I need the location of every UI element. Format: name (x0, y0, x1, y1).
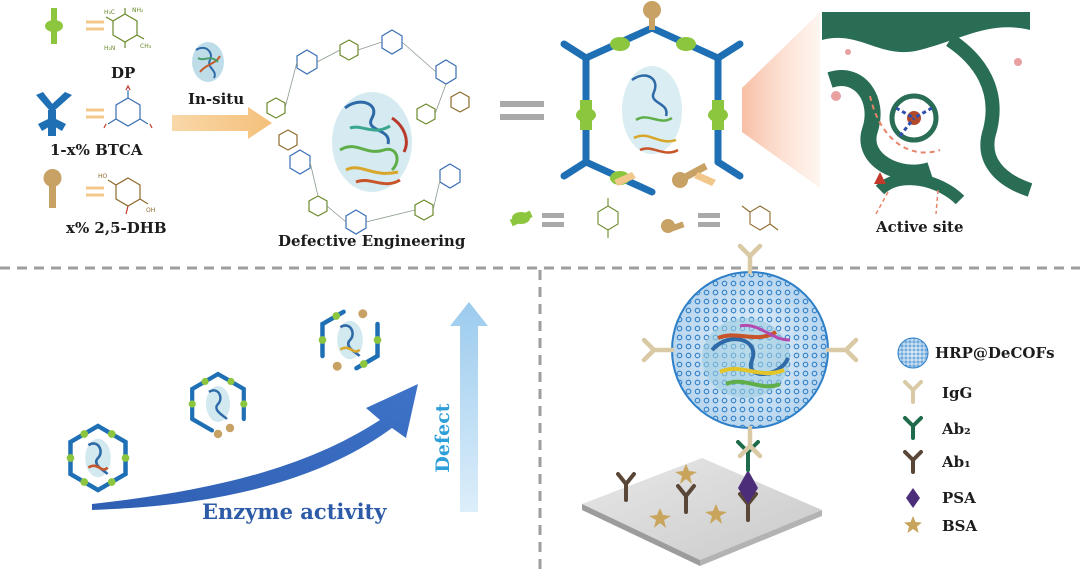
ab1-on-plate (616, 472, 758, 522)
dp-mini-structure-icon (597, 198, 619, 238)
dp-formula-nh1: NH₂ (132, 7, 144, 14)
cof-hexagon-low-defect (66, 423, 130, 493)
assay-legend: HRP@DeCOFs IgG Ab₂ Ab₁ PSA BSA (897, 337, 1055, 535)
btca-node-icon (36, 92, 72, 136)
dp-label: DP (111, 64, 135, 82)
dhb-cap-mini-icon (661, 219, 685, 233)
hrp-protein-center-icon (332, 92, 412, 192)
legend-hrp-decof: HRP@DeCOFs (897, 337, 1055, 369)
dhb-monomer-entry: HO OH x% 2,5-DHB (43, 169, 167, 237)
cof-hexagon-mid-defect (188, 371, 248, 439)
defective-engineering-assembly: Defective Engineering (266, 29, 470, 250)
dhb-mini-structure-icon (741, 205, 779, 231)
in-situ-label: In-situ (188, 90, 244, 108)
equals-sign-icon (500, 101, 544, 120)
igg-y-icon (903, 380, 923, 404)
enzyme-activity-arrow (92, 384, 418, 510)
hrp-protein-small-icon (192, 42, 224, 82)
legend-label-ab1: Ab₁ (941, 453, 971, 471)
active-site-zoom: Active site (822, 12, 1033, 236)
legend-label-psa: PSA (942, 489, 976, 507)
immunoassay-panel (582, 243, 859, 566)
legend-label-igg: IgG (942, 384, 972, 402)
legend-ab1: Ab₁ (903, 450, 971, 474)
zoom-wedge (742, 12, 820, 188)
hrp-decof-sphere (671, 271, 829, 429)
dhb-structure-icon (107, 177, 149, 215)
bsa-star-icon (904, 516, 922, 533)
legend-label-ab2: Ab₂ (941, 420, 971, 438)
dp-structure-icon (105, 8, 145, 48)
dp-formula-me1: H₃C (104, 9, 115, 16)
dhb-cap-icon (43, 169, 62, 208)
dhb-label: x% 2,5-DHB (66, 219, 167, 237)
legend-label-hrp-decof: HRP@DeCOFs (935, 344, 1055, 362)
dhb-molecules (278, 91, 470, 151)
dp-linker-mini-icon (509, 210, 533, 227)
defective-engineering-label: Defective Engineering (278, 232, 466, 250)
dp-formula-me2: CH₃ (140, 43, 152, 50)
dhb-formula-ho: HO (98, 173, 108, 180)
legend-bsa: BSA (904, 516, 978, 535)
igg-on-sphere (641, 243, 859, 459)
dhb-formula-oh: OH (146, 207, 155, 214)
bsa-on-plate (649, 464, 727, 528)
psa-diamond-icon (906, 488, 920, 508)
enzyme-activity-panel: Enzyme activity Defect (66, 302, 488, 524)
dp-molecules (266, 39, 436, 221)
legend-label-bsa: BSA (942, 517, 978, 535)
btca-label: 1-x% BTCA (50, 141, 143, 159)
ab1-y-icon (903, 450, 923, 474)
legend-ab2: Ab₂ (903, 416, 971, 440)
hrp-protein-in-hex-icon (622, 66, 682, 154)
legend-psa: PSA (906, 488, 976, 508)
defect-arrow (450, 302, 488, 512)
ab2-y-icon (903, 416, 923, 440)
hrp-decof-hexagon (560, 1, 744, 196)
active-site-label: Active site (875, 218, 964, 236)
dp-linker-icon (45, 8, 63, 44)
enzyme-activity-label: Enzyme activity (202, 499, 387, 524)
dp-monomer-entry: H₃C NH₂ H₂N CH₃ DP (45, 7, 152, 82)
defect-label: Defect (432, 403, 454, 472)
legend-igg: IgG (903, 380, 972, 404)
dhb-defect-cap (643, 1, 708, 188)
linker-structure-legend (509, 172, 779, 238)
cof-hexagon-high-defect (318, 309, 382, 371)
btca-monomer-entry: 1-x% BTCA (36, 84, 153, 159)
dp-formula-nh2: H₂N (104, 45, 115, 52)
in-situ-arrow: In-situ (172, 42, 272, 139)
sensor-plate (582, 458, 822, 566)
linkage-bonds (284, 41, 447, 223)
btca-structure-icon (103, 84, 153, 129)
